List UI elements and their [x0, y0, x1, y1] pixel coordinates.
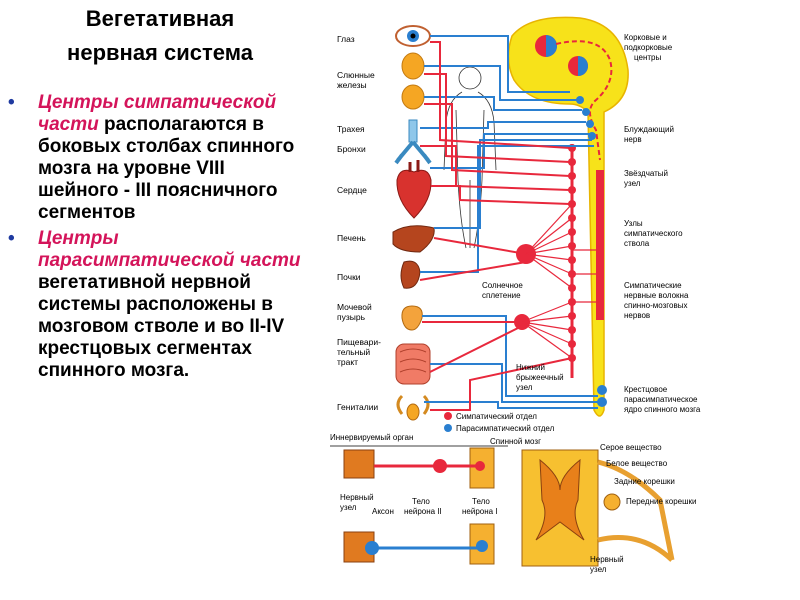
label-ganglion-1: Нервный [340, 493, 374, 502]
label-stellate-1: Звёздчатый [624, 169, 668, 178]
label-digestive-3: тракт [337, 357, 358, 367]
slide-title: Вегетативная нервная система [0, 2, 320, 70]
label-symp-nodes-2: симпатического [624, 229, 683, 238]
label-cortex-1: Корковые и [624, 33, 667, 42]
label-neuron1-2: нейрона I [462, 507, 498, 516]
label-fibers-2: нервные волокна [624, 291, 689, 300]
digestive-tract-icon [395, 343, 431, 385]
label-salivary-1: Слюнные [337, 70, 375, 80]
brainstem-parasympathetic-nuclei [576, 96, 607, 407]
label-white-matter: Белое вещество [606, 459, 668, 468]
bullet-parasympathetic: • Центры парасимпатической части вегетат… [6, 228, 306, 382]
organ-tissue-top [343, 449, 375, 479]
label-digestive-1: Пищевари- [337, 337, 381, 347]
label-innervated-organ: Иннервируемый орган [330, 433, 413, 442]
label-sacral-3: ядро спинного мозга [624, 405, 701, 414]
sympathetic-trunk [568, 144, 604, 378]
trachea-bronchi-icon [394, 119, 432, 165]
symp-neuron-body [433, 459, 447, 473]
label-sacral-2: парасимпатическое [624, 395, 698, 404]
label-symp-nodes-3: ствола [624, 239, 650, 248]
legend-symp-marker [444, 412, 452, 420]
title-line-2: нервная система [67, 40, 253, 65]
label-digestive-2: тельный [337, 347, 370, 357]
heart-icon [396, 160, 432, 219]
label-fibers-4: нервов [624, 311, 650, 320]
salivary-glands-icon [401, 52, 425, 110]
label-liver: Печень [337, 233, 366, 243]
label-kidneys: Почки [337, 272, 361, 282]
title-line-1: Вегетативная [85, 6, 235, 31]
label-ganglion-4: узел [590, 565, 607, 574]
legend: Симпатический отдел Парасимпатический от… [444, 412, 555, 433]
label-spinal-cord: Спинной мозг [490, 437, 541, 446]
label-neuron1-1: Тело [472, 497, 490, 506]
label-sacral-1: Крестцовое [624, 385, 668, 394]
label-cortex-3: центры [634, 53, 661, 62]
label-vagus-2: нерв [624, 135, 642, 144]
label-solar-1: Солнечное [482, 281, 523, 290]
label-bladder-1: Мочевой [337, 302, 372, 312]
autonomic-nervous-system-diagram: Глаз Слюнные железы Трахея Бронхи Сердце… [330, 16, 701, 574]
para-neuron-body-2 [476, 540, 488, 552]
label-neuron2-1: Тело [412, 497, 430, 506]
reflex-arc-panel: Иннервируемый орган Спинной мозг Нервный… [330, 433, 541, 565]
label-fibers-1: Симпатические [624, 281, 682, 290]
parasympathetic-pathways [420, 35, 598, 409]
label-mesenteric-3: узел [516, 383, 533, 392]
bullet-sympathetic-highlight: Центры симпатической части [38, 92, 277, 135]
solar-plexus [514, 203, 600, 359]
cortical-centers-icon [535, 35, 588, 76]
label-solar-2: сплетение [482, 291, 521, 300]
kidneys-icon [400, 260, 421, 289]
legend-symp-label: Симпатический отдел [456, 412, 537, 421]
label-grey-matter: Серое вещество [600, 443, 662, 452]
label-cortex-2: подкорковые [624, 43, 673, 52]
label-neuron2-2: нейрона II [404, 507, 442, 516]
label-heart: Сердце [337, 185, 367, 195]
label-bladder-2: пузырь [337, 312, 366, 322]
label-ventral-roots: Передние корешки [626, 497, 696, 506]
label-salivary-2: железы [337, 80, 367, 90]
right-labels: Корковые и подкорковые центры Блуждающий… [482, 33, 701, 414]
label-dorsal-roots: Задние корешки [614, 477, 675, 486]
spinal-roots [597, 459, 675, 562]
bullet-icon: • [8, 92, 15, 113]
legend-para-marker [444, 424, 452, 432]
symp-neuron-body-2 [475, 461, 485, 471]
bullet-icon: • [8, 228, 15, 249]
label-genitals: Гениталии [337, 402, 378, 412]
label-ganglion-2: узел [340, 503, 357, 512]
bullet-parasympathetic-highlight: Центры парасимпатической части [38, 228, 301, 271]
para-neuron-body [365, 541, 379, 555]
bullet-sympathetic-text: располагаются в боковых столбах спинного… [38, 114, 295, 223]
genitals-icon [396, 394, 430, 421]
dorsal-root-ganglion [603, 493, 621, 511]
bullet-list: • Центры симпатической части располагают… [6, 92, 306, 386]
label-symp-nodes-1: Узлы [624, 219, 643, 228]
symp-axon [374, 461, 480, 468]
label-mesenteric-1: Нижний [516, 363, 545, 372]
label-mesenteric-2: брыжеечный [516, 373, 564, 382]
grey-matter [535, 458, 585, 541]
label-bronchi: Бронхи [337, 144, 366, 154]
descending-pathway [555, 40, 613, 161]
eye-icon [395, 25, 431, 47]
legend-para-label: Парасимпатический отдел [456, 424, 555, 433]
bullet-sympathetic: • Центры симпатической части располагают… [6, 92, 306, 224]
liver-icon [392, 225, 435, 253]
sympathetic-pathways [419, 41, 573, 411]
label-axon: Аксон [372, 507, 394, 516]
label-fibers-3: спинно-мозговых [624, 301, 687, 310]
bullet-parasympathetic-text: вегетативной нервной системы расположены… [38, 272, 285, 381]
label-trachea: Трахея [337, 124, 365, 134]
label-stellate-2: узел [624, 179, 641, 188]
label-vagus-1: Блуждающий [624, 125, 674, 134]
label-eye: Глаз [337, 34, 355, 44]
bladder-icon [401, 305, 423, 331]
label-ganglion-3: Нервный [590, 555, 624, 564]
spinal-cord-cross-section: Серое вещество Белое вещество Задние кор… [521, 443, 696, 574]
